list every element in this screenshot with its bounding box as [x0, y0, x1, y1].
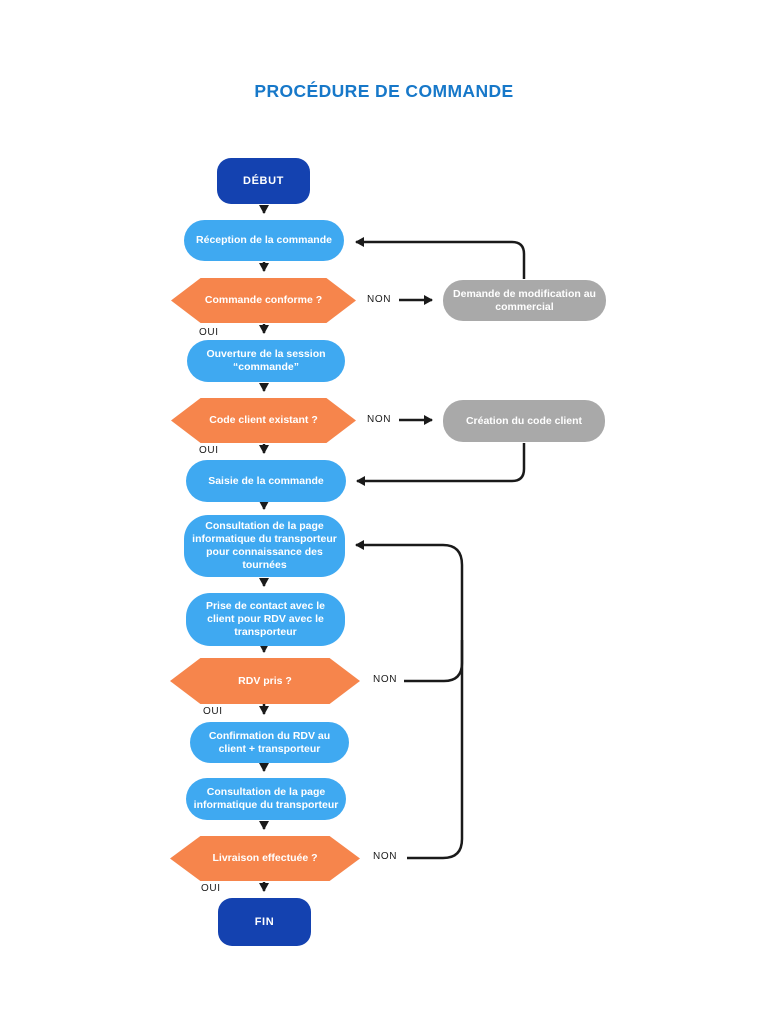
page-title: PROCÉDURE DE COMMANDE [254, 81, 514, 101]
flow-node-creation-code-client: Création du code client [443, 400, 605, 442]
flow-node-consultation-transporteur: Consultation de la page informatique du … [186, 778, 346, 820]
edge-label-non-livraison: NON [373, 851, 398, 862]
edge-rdv-non-loop [404, 640, 464, 683]
flow-node-ouverture-session: Ouverture de la session “commande” [187, 340, 345, 382]
flow-node-saisie-commande: Saisie de la commande [186, 460, 346, 502]
edge-creation-saisie-loop [356, 443, 526, 486]
flow-node-prise-contact: Prise de contact avec le client pour RDV… [186, 593, 345, 646]
flow-node-rdv-pris: RDV pris ? [170, 658, 360, 704]
flow-node-debut: DÉBUT [217, 158, 310, 204]
edge-label-oui-conforme: OUI [199, 327, 219, 338]
edge-label-non-code-client: NON [367, 414, 392, 425]
edge-demande-reception-loop [355, 237, 526, 279]
edge-label-non-rdv: NON [373, 674, 398, 685]
flow-node-livraison-effectuee: Livraison effectuée ? [170, 836, 360, 881]
edge-livraison-non-loop [355, 540, 464, 860]
flow-node-confirmation-rdv: Confirmation du RDV au client + transpor… [190, 722, 349, 763]
flow-node-reception: Réception de la commande [184, 220, 344, 261]
edge-label-oui-code-client: OUI [199, 445, 219, 456]
edge-label-non-conforme: NON [367, 294, 392, 305]
flow-node-demande-modification: Demande de modification au commercial [443, 280, 606, 321]
flow-node-fin: FIN [218, 898, 311, 946]
flow-node-code-client-existant: Code client existant ? [171, 398, 356, 443]
flow-node-consultation-tournees: Consultation de la page informatique du … [184, 515, 345, 577]
edge-label-oui-livraison: OUI [201, 883, 221, 894]
flow-node-commande-conforme: Commande conforme ? [171, 278, 356, 323]
edge-label-oui-rdv: OUI [203, 706, 223, 717]
